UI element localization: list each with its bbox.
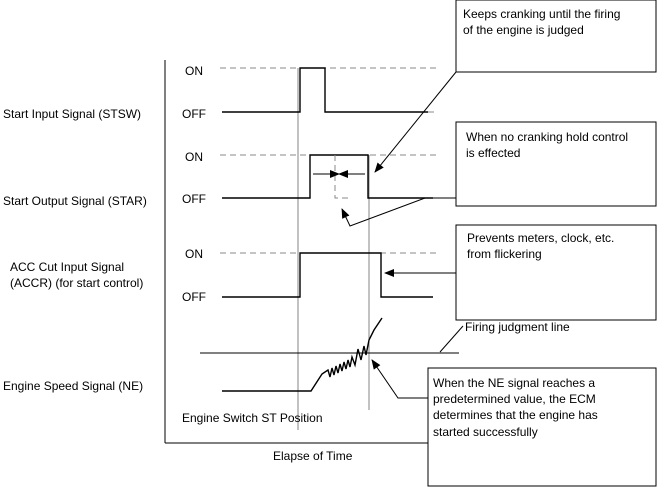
- note-box-ne-reaches: [427, 367, 657, 487]
- firing-judgment-leader: [439, 325, 464, 353]
- stsw-on-label: ON: [185, 64, 203, 78]
- star-no-hold-dashed: [334, 155, 350, 199]
- accr-waveform: [222, 252, 433, 298]
- note-box-keeps-cranking: [455, 0, 657, 73]
- star-on-label: ON: [185, 150, 203, 164]
- note-ne-reaches-line4: started successfully: [433, 425, 538, 439]
- note-prevents-flickering-line1: Prevents meters, clock, etc.: [467, 231, 614, 245]
- star-waveform: [222, 154, 433, 199]
- note-box-prevents-flickering: [455, 224, 657, 321]
- note-ne-reaches-line1: When the NE signal reaches a: [433, 376, 595, 390]
- accr-off-label: OFF: [182, 290, 206, 304]
- note-no-cranking-hold-line2: is effected: [466, 146, 520, 160]
- firing-judgment-label: Firing judgment line: [465, 320, 570, 334]
- note-keeps-cranking-line2: of the engine is judged: [463, 23, 584, 37]
- accr-signal-label-line2: (ACCR) (for start control): [10, 276, 143, 290]
- accr-on-label: ON: [185, 247, 203, 261]
- leader-no-cranking-hold: [341, 197, 456, 227]
- note-box-no-cranking-hold: [455, 121, 657, 207]
- leader-ne-reaches: [371, 359, 428, 399]
- leader-keeps-cranking: [374, 71, 457, 173]
- elapse-of-time-label: Elapse of Time: [273, 449, 353, 463]
- st-position-label: Engine Switch ST Position: [182, 411, 323, 425]
- note-ne-reaches-line2: predetermined value, the ECM: [433, 392, 596, 406]
- stsw-waveform: [222, 67, 428, 113]
- note-ne-reaches-line3: determines that the engine has: [433, 408, 598, 422]
- note-prevents-flickering-line2: from flickering: [467, 247, 542, 261]
- ne-signal-label: Engine Speed Signal (NE): [3, 379, 143, 393]
- star-off-label: OFF: [182, 192, 206, 206]
- ne-waveform: [222, 317, 383, 392]
- accr-signal-label-line1: ACC Cut Input Signal: [10, 260, 124, 274]
- stsw-signal-label: Start Input Signal (STSW): [3, 107, 141, 121]
- stsw-off-label: OFF: [182, 107, 206, 121]
- note-keeps-cranking-line1: Keeps cranking until the firing: [463, 7, 620, 21]
- note-no-cranking-hold-line1: When no cranking hold control: [466, 130, 628, 144]
- star-signal-label: Start Output Signal (STAR): [3, 194, 147, 208]
